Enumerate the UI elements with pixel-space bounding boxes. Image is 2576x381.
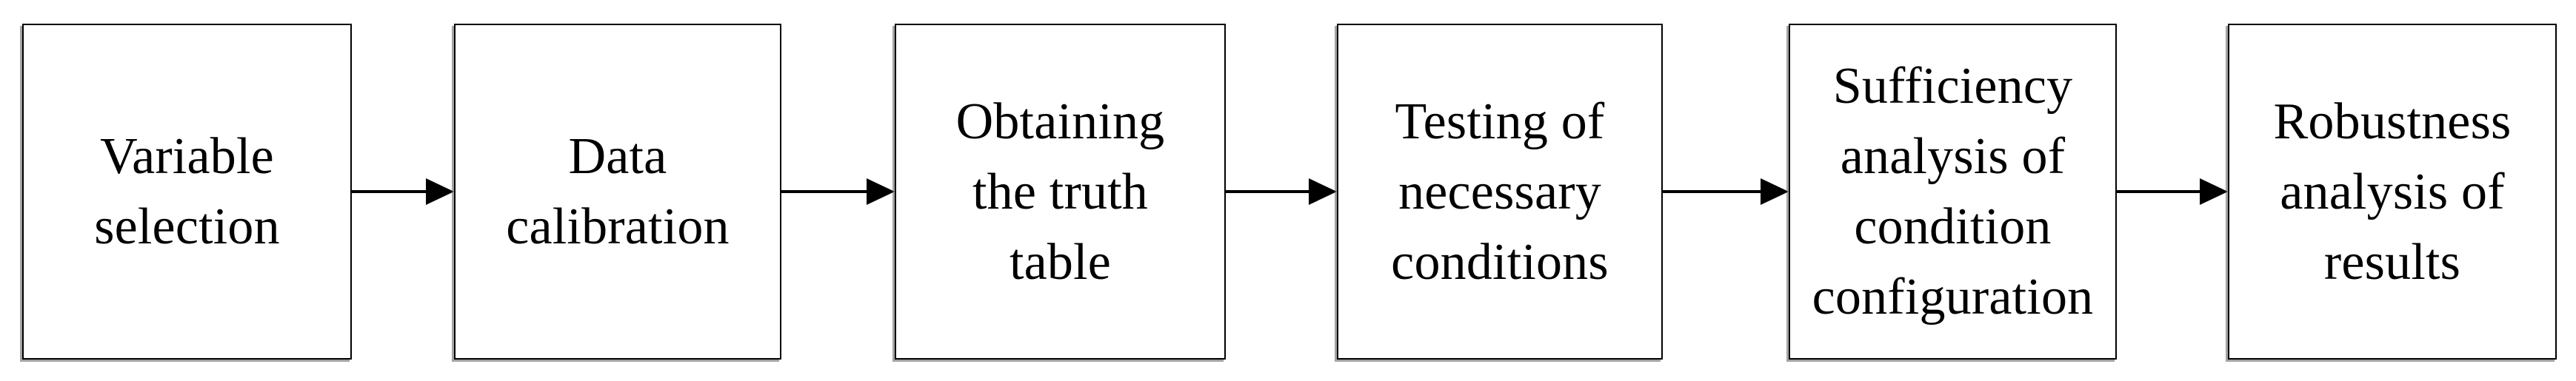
- connector-arrow-1: [352, 178, 454, 205]
- process-node-label: Sufficiency analysis of condition config…: [1812, 58, 2094, 326]
- process-node-testing-of-necessary-conditions[interactable]: Testing of necessary conditions: [1337, 24, 1663, 360]
- connector-shaft: [1663, 190, 1765, 193]
- process-node-data-calibration[interactable]: Data calibration: [454, 24, 781, 360]
- process-node-obtaining-the-truth-table[interactable]: Obtaining the truth table: [895, 24, 1226, 360]
- connector-shaft: [1226, 190, 1313, 193]
- arrowhead-icon: [426, 178, 454, 205]
- connector-arrow-3: [1226, 178, 1337, 205]
- arrowhead-icon: [2200, 178, 2228, 205]
- process-node-variable-selection[interactable]: Variable selection: [22, 24, 352, 360]
- arrowhead-icon: [1309, 178, 1337, 205]
- process-node-label: Variable selection: [94, 128, 280, 255]
- arrowhead-icon: [1761, 178, 1789, 205]
- process-node-label: Obtaining the truth table: [955, 92, 1165, 291]
- connector-shaft: [781, 190, 871, 193]
- arrowhead-icon: [867, 178, 895, 205]
- connector-arrow-5: [2117, 178, 2228, 205]
- connector-arrow-2: [781, 178, 895, 205]
- process-node-sufficiency-analysis-of-condition-configuration[interactable]: Sufficiency analysis of condition config…: [1789, 24, 2117, 360]
- connector-shaft: [2117, 190, 2204, 193]
- process-node-label: Data calibration: [506, 128, 730, 255]
- process-node-robustness-analysis-of-results[interactable]: Robustness analysis of results: [2228, 24, 2557, 360]
- connector-arrow-4: [1663, 178, 1789, 205]
- process-node-label: Testing of necessary conditions: [1391, 92, 1609, 291]
- connector-shaft: [352, 190, 430, 193]
- process-node-label: Robustness analysis of results: [2273, 92, 2512, 291]
